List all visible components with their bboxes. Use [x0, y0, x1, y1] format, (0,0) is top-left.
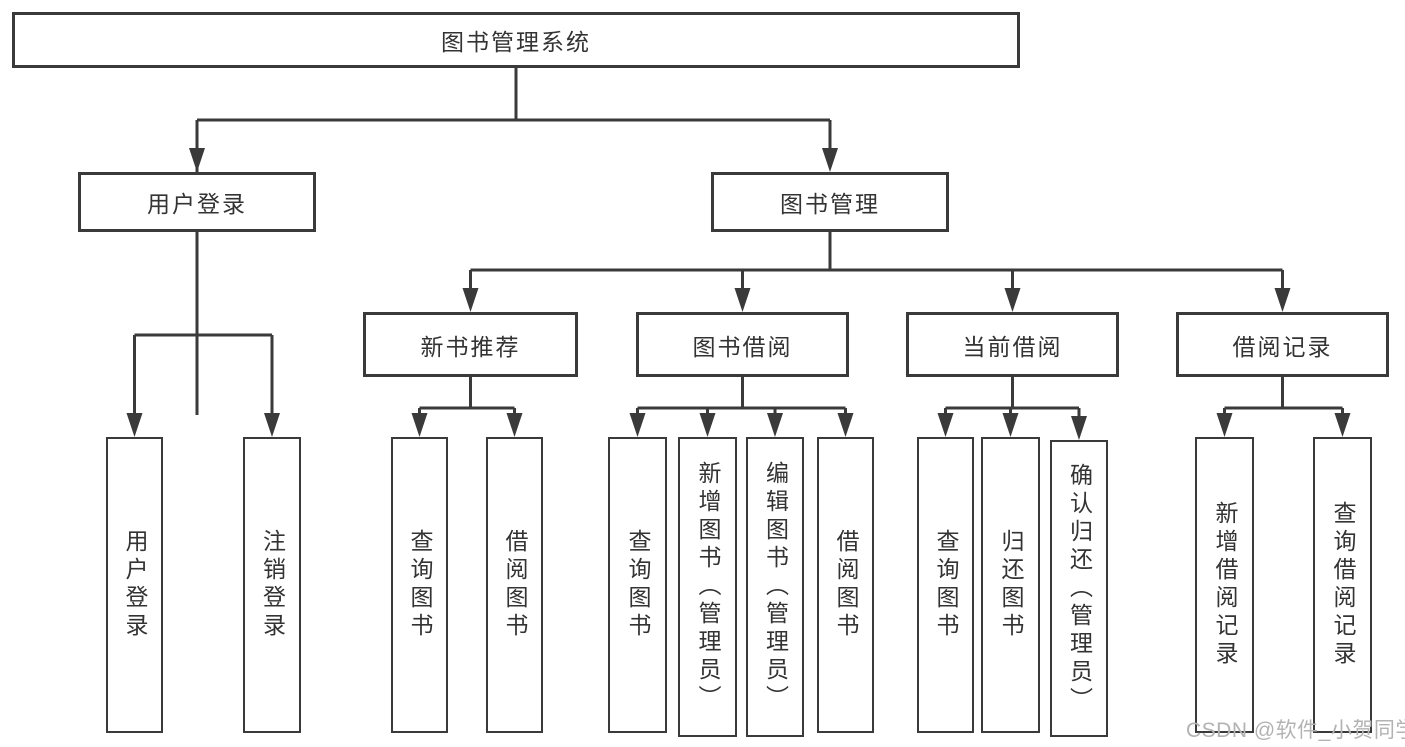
leaf-borrowing-borrow-books: 借阅图书: [817, 437, 874, 733]
csdn-watermark: CSDN @软件_小贺同学: [1186, 719, 1405, 742]
node-label: 图书管理: [780, 191, 880, 217]
node-new-book-recommendation: 新书推荐: [363, 312, 578, 377]
node-label: 图书管理系统: [441, 29, 591, 55]
node-label: 借阅记录: [1232, 333, 1333, 360]
leaf-borrowing-add-books-admin: 新增图书（管理员）: [678, 437, 737, 737]
leaf-newbook-borrow-books: 借阅图书: [486, 437, 543, 733]
leaf-label: 用户登录: [122, 529, 148, 641]
node-current-borrowing: 当前借阅: [906, 312, 1119, 377]
leaf-current-query-books: 查询图书: [917, 437, 974, 733]
leaf-user-login: 用户登录: [106, 437, 163, 733]
leaf-label: 查询图书: [933, 529, 959, 641]
leaf-label: 注销登录: [259, 529, 286, 641]
leaf-logout: 注销登录: [243, 437, 301, 733]
node-label: 当前借阅: [962, 333, 1063, 360]
leaf-label: 编辑图书（管理员）: [762, 461, 789, 713]
leaf-label: 借阅图书: [833, 529, 859, 641]
node-library-management-system: 图书管理系统: [12, 12, 1020, 68]
node-user-login: 用户登录: [78, 172, 316, 232]
leaf-records-query-borrow-record: 查询借阅记录: [1313, 437, 1372, 733]
leaf-records-add-borrow-record: 新增借阅记录: [1195, 437, 1254, 733]
leaf-label: 新增图书（管理员）: [695, 461, 721, 713]
leaf-label: 归还图书: [998, 529, 1024, 641]
leaf-label: 借阅图书: [502, 529, 528, 641]
node-label: 用户登录: [147, 191, 247, 217]
leaf-label: 查询图书: [407, 529, 433, 641]
leaf-label: 新增借阅记录: [1212, 501, 1238, 669]
node-label: 图书借阅: [692, 333, 793, 360]
leaf-borrowing-edit-books-admin: 编辑图书（管理员）: [746, 437, 804, 737]
leaf-newbook-query-books: 查询图书: [391, 437, 448, 733]
node-book-management: 图书管理: [711, 172, 949, 232]
leaf-label: 查询借阅记录: [1330, 501, 1356, 669]
leaf-current-return-books: 归还图书: [981, 437, 1040, 733]
leaf-label: 查询图书: [625, 529, 651, 641]
node-borrowing-records: 借阅记录: [1176, 312, 1389, 377]
leaf-borrowing-query-books: 查询图书: [608, 437, 667, 733]
leaf-label: 确认归还（管理员）: [1066, 462, 1093, 715]
node-label: 新书推荐: [420, 333, 521, 360]
arrowhead-icons: [126, 148, 1351, 440]
leaf-current-confirm-return-admin: 确认归还（管理员）: [1050, 440, 1108, 737]
node-book-borrowing: 图书借阅: [636, 312, 849, 377]
